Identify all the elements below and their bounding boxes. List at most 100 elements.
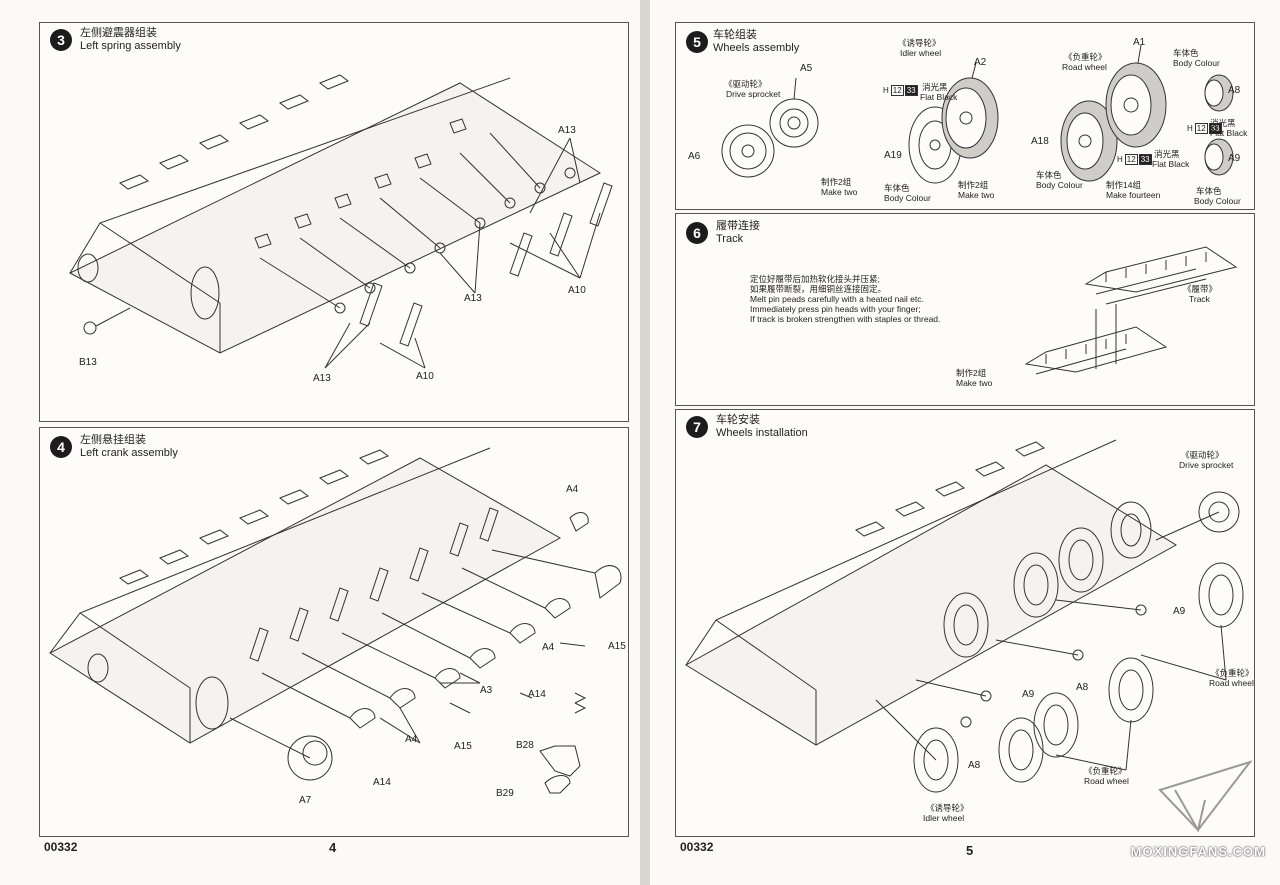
paint-code-prefix: H [1187, 124, 1193, 133]
flat-black-en: Flat Black [920, 92, 958, 102]
make-fourteen-en: Make fourteen [1106, 190, 1161, 200]
body-colour-cn: 车体色 [1196, 186, 1222, 196]
make-two-en: Make two [956, 378, 993, 388]
right-instruction-page: 5 车轮组装 Wheels assembly 《驱动轮》 Drive sproc… [650, 0, 1280, 885]
part-label: A13 [464, 293, 482, 304]
make-fourteen-cn: 制作14组 [1106, 180, 1141, 190]
paint-code-box: H 12 33 [882, 85, 918, 96]
part-label: B29 [496, 788, 514, 799]
step-5-panel: 5 车轮组装 Wheels assembly 《驱动轮》 Drive sproc… [675, 22, 1255, 210]
part-label: A13 [313, 373, 331, 384]
part-label: A7 [299, 795, 312, 806]
drive-sprocket-en: Drive sprocket [1179, 460, 1234, 470]
road-wheel-cn: 《负重轮》 [1084, 766, 1127, 776]
part-label: A15 [454, 741, 472, 752]
road-wheel-cn: 《负重轮》 [1211, 668, 1254, 678]
flat-black-cn: 消光黑 [1154, 149, 1180, 159]
flat-black-cn: 消光黑 [922, 82, 948, 92]
hull-spring-diagram [68, 74, 613, 369]
step-number-badge: 4 [50, 436, 72, 458]
step-number-badge: 3 [50, 29, 72, 51]
step-4-panel: 4 左侧悬挂组装 Left crank assembly [39, 427, 629, 837]
step-number-badge: 6 [686, 222, 708, 244]
part-label: A19 [884, 150, 902, 161]
part-label: A9 [1173, 606, 1186, 617]
make-two-cn: 制作2组 [958, 180, 989, 190]
part-label: B28 [516, 740, 534, 751]
part-label: A4 [566, 484, 579, 495]
part-label: A14 [528, 689, 546, 700]
watermark: MOXINGFANS.COM [1130, 844, 1266, 859]
page-number: 4 [329, 840, 337, 855]
part-label: A18 [1031, 136, 1049, 147]
make-two-en: Make two [958, 190, 995, 200]
body-colour-cn: 车体色 [884, 183, 910, 193]
step-title-cn: 履带连接 [716, 220, 760, 232]
product-code: 00332 [44, 840, 78, 854]
drive-sprocket-en: Drive sprocket [726, 89, 781, 99]
body-colour-en: Body Colour [1194, 196, 1241, 206]
paint-code-box: H 12 33 [1116, 154, 1152, 165]
part-label: A8 [1228, 85, 1241, 96]
road-wheel-cn: 《负重轮》 [1064, 52, 1107, 62]
part-label: A15 [608, 641, 626, 652]
step-title-en: Wheels assembly [713, 42, 800, 54]
wheels-installation-diagram [685, 439, 1244, 793]
body-colour-cn: 车体色 [1036, 170, 1062, 180]
track-note-line: Melt pin peads carefully with a heated n… [750, 294, 924, 304]
part-label: A6 [688, 151, 701, 162]
page-gutter [640, 0, 650, 885]
flat-black-cn: 消光黑 [1210, 118, 1236, 128]
part-label: A9 [1022, 689, 1035, 700]
track-en: Track [1189, 294, 1210, 304]
paint-code: 33 [1138, 154, 1152, 165]
step-3-panel: 3 左侧避震器组装 Left spring assembly [39, 22, 629, 422]
part-label: A13 [558, 125, 576, 136]
paint-code: 12 [1194, 123, 1208, 134]
part-label: A2 [974, 57, 987, 68]
make-two-en: Make two [821, 187, 858, 197]
idler-wheel-cn: 《诱导轮》 [898, 38, 941, 48]
idler-wheel-cn: 《诱导轮》 [926, 803, 969, 813]
track-note-line: 如果履带断裂，用细铜丝连接固定。 [750, 284, 887, 294]
make-two-cn: 制作2组 [956, 368, 987, 378]
part-label: A10 [568, 285, 586, 296]
body-colour-en: Body Colour [1173, 58, 1220, 68]
step-title-cn: 车轮组装 [713, 29, 757, 41]
part-label: A9 [1228, 153, 1241, 164]
body-colour-cn: 车体色 [1173, 48, 1199, 58]
idler-wheel-en: Idler wheel [923, 813, 965, 823]
part-label: A10 [416, 371, 434, 382]
drive-sprocket-cn: 《驱动轮》 [724, 79, 767, 89]
step-title-en: Left crank assembly [80, 447, 178, 459]
paint-code: 33 [1208, 123, 1222, 134]
track-note-line: 定位好履带后加热软化接头并压紧; [750, 274, 880, 284]
road-wheel-en: Road wheel [1062, 62, 1107, 72]
paint-code: 33 [904, 85, 918, 96]
left-instruction-page: 3 左侧避震器组装 Left spring assembly [0, 0, 640, 885]
paint-code-prefix: H [1117, 155, 1123, 164]
step-title-cn: 车轮安装 [716, 414, 760, 426]
part-label: A3 [480, 685, 493, 696]
step-6-panel: 6 履带连接 Track 定位好履带后加热软化接头并压紧; 如果履带断裂，用细铜… [675, 213, 1255, 406]
track-note-line: If track is broken strengthen with stapl… [750, 314, 941, 324]
hull-crank-diagram [49, 447, 622, 794]
body-colour-en: Body Colour [884, 193, 931, 203]
paint-code: 12 [890, 85, 904, 96]
drive-sprocket-cn: 《驱动轮》 [1181, 450, 1224, 460]
part-label: A1 [1133, 37, 1146, 48]
part-label: B13 [79, 357, 97, 368]
step-number-badge: 7 [686, 416, 708, 438]
paint-code-box: H 12 33 [1186, 123, 1222, 134]
product-code: 00332 [680, 840, 714, 854]
make-two-cn: 制作2组 [821, 177, 852, 187]
track-note-line: Immediately press pin heads with your fi… [750, 304, 921, 314]
paint-code-prefix: H [883, 86, 889, 95]
wheels-assembly-diagram [721, 44, 1234, 184]
paper-plane-logo [1158, 760, 1253, 833]
step-number-badge: 5 [686, 31, 708, 53]
step-title-cn: 左侧避震器组装 [80, 27, 157, 39]
flat-black-en: Flat Black [1210, 128, 1248, 138]
track-diagram [1024, 246, 1238, 375]
page-number: 5 [966, 843, 974, 858]
